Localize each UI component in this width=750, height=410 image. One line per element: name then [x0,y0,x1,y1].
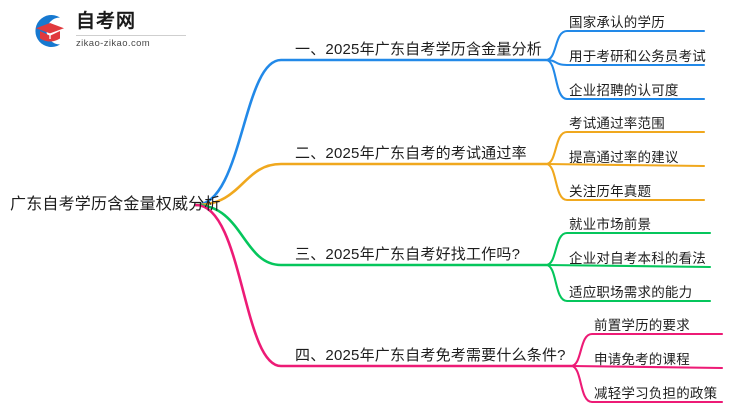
branch-4-leaf-1[interactable]: 前置学历的要求 [594,318,690,333]
branch-1-leaf-1[interactable]: 国家承认的学历 [569,15,665,30]
branch-2-label[interactable]: 二、2025年广东自考的考试通过率 [295,145,527,162]
branch-3-label[interactable]: 三、2025年广东自考好找工作吗? [295,246,521,263]
root-node-label[interactable]: 广东自考学历含金量权威分析 [10,196,221,213]
branch-2-leaf-2[interactable]: 提高通过率的建议 [569,150,679,165]
branch-3-leaf-3[interactable]: 适应职场需求的能力 [569,285,693,300]
logo-title: 自考网 [76,11,137,32]
branch-4-leaf-2[interactable]: 申请免考的课程 [594,352,690,367]
branch-1-label[interactable]: 一、2025年广东自考学历含金量分析 [295,41,542,58]
branch-1-leaf-2[interactable]: 用于考研和公务员考试 [569,49,706,64]
branch-4-leaf-3[interactable]: 减轻学习负担的政策 [594,386,718,401]
branch-4-connector [194,203,724,404]
branch-3-leaf-2[interactable]: 企业对自考本科的看法 [569,251,706,266]
branch-2-leaf-3[interactable]: 关注历年真题 [569,184,652,199]
logo-text-block: 自考网 zikao-zikao.com [76,10,188,50]
site-logo: 自考网 zikao-zikao.com [30,8,190,54]
branch-3-leaf-1[interactable]: 就业市场前景 [569,217,652,232]
branch-4-label[interactable]: 四、2025年广东自考免考需要什么条件? [295,347,566,364]
logo-domain: zikao-zikao.com [76,38,151,49]
branch-2-leaf-1[interactable]: 考试通过率范围 [569,116,665,131]
graduation-cap-icon [35,15,64,47]
branch-1-leaf-3[interactable]: 企业招聘的认可度 [569,83,679,98]
logo-divider [76,35,186,36]
